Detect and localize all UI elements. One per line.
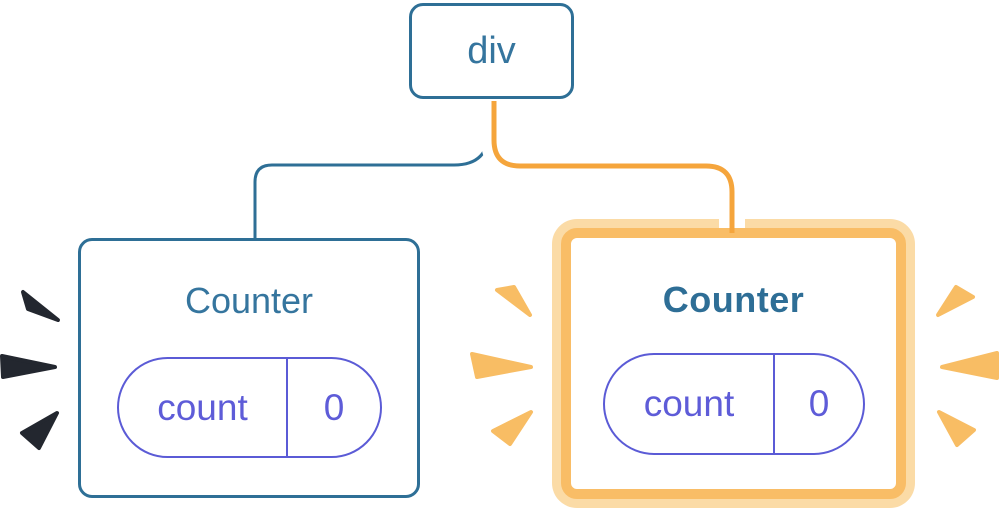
- edge-div-to-left-counter: [253, 101, 491, 240]
- state-pill: count 0: [117, 357, 382, 458]
- counter-title: Counter: [184, 280, 314, 321]
- tree-node-div: div: [409, 3, 574, 99]
- right-counter-burst-left-side: [470, 285, 533, 446]
- burst-ray-icon: [21, 290, 60, 322]
- burst-ray-icon: [491, 410, 533, 446]
- counter-title: Counter: [662, 279, 805, 320]
- state-value-cell: 0: [286, 359, 380, 456]
- burst-ray-icon: [936, 285, 975, 317]
- burst-ray-icon: [0, 354, 57, 379]
- state-key-cell: count: [643, 383, 735, 424]
- right-counter-burst-right-side: [936, 285, 999, 447]
- counter-card-left: Counter count 0: [78, 238, 420, 498]
- state-value-cell: 0: [773, 355, 863, 453]
- burst-ray-icon: [495, 285, 532, 317]
- burst-ray-icon: [937, 410, 976, 447]
- counter-card-right-highlighted: Counter count 0: [561, 228, 906, 499]
- edge-highlight-casing: [481, 101, 745, 228]
- burst-ray-icon: [940, 351, 999, 380]
- state-pill: count 0: [603, 353, 865, 455]
- left-counter-burst: [0, 290, 60, 450]
- burst-ray-icon: [470, 352, 533, 379]
- edge-div-to-right-counter: [491, 101, 735, 233]
- tree-node-div-label: div: [467, 29, 516, 72]
- burst-ray-icon: [20, 411, 59, 450]
- state-key-cell: count: [157, 386, 248, 428]
